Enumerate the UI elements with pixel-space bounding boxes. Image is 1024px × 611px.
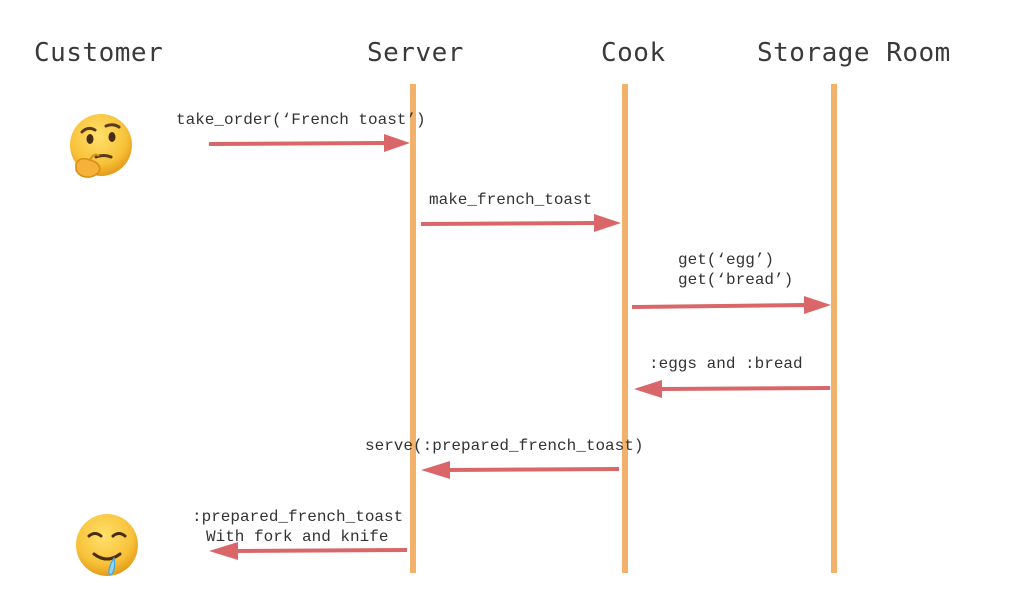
thinking-face-icon: [70, 114, 132, 178]
message-label-deliver-line-1: :prepared_french_toast: [192, 508, 404, 526]
actor-server: Server: [367, 38, 464, 68]
message-label-deliver-line-2: With fork and knife: [206, 528, 389, 546]
arrow-take-order: [208, 134, 410, 152]
message-label-get-egg: get(‘egg’): [678, 251, 775, 269]
arrow-return-ingredients: [634, 380, 831, 398]
message-label-return-ingredients: :eggs and :bread: [649, 355, 803, 373]
arrow-serve: [421, 461, 620, 479]
actor-storage-room: Storage Room: [757, 38, 951, 68]
message-label-take-order: take_order(‘French toast’): [176, 111, 426, 129]
arrow-get-ingredients: [631, 296, 831, 314]
actor-cook: Cook: [601, 38, 666, 68]
message-label-serve: serve(:prepared_french_toast): [365, 437, 644, 455]
actor-customer: Customer: [34, 38, 164, 68]
arrow-make-french-toast: [420, 214, 621, 232]
message-label-make-french-toast: make_french_toast: [429, 191, 593, 209]
message-label-get-bread: get(‘bread’): [678, 271, 794, 289]
drooling-face-icon: [76, 514, 138, 576]
arrow-deliver: [209, 542, 408, 560]
